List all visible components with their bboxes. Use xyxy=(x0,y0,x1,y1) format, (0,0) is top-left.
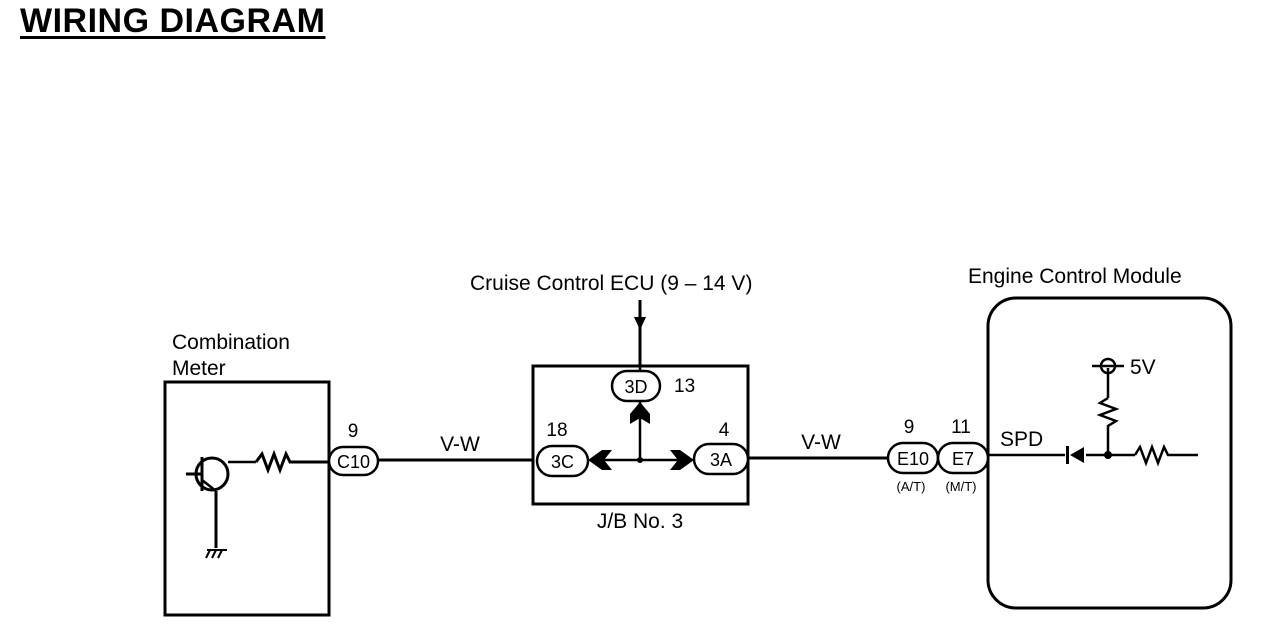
ecm-signal-label: SPD xyxy=(1000,428,1043,451)
page-title: WIRING DIAGRAM xyxy=(20,2,326,40)
diode-icon xyxy=(1070,447,1084,463)
ecu-arrow-icon xyxy=(634,317,646,330)
meter-resistor-icon xyxy=(254,449,329,475)
pin-3d: 13 xyxy=(674,376,695,397)
pin-3c: 18 xyxy=(546,420,567,441)
jb-terminal-3a-icon xyxy=(670,450,694,470)
connector-c10-label: C10 xyxy=(337,452,370,472)
combination-meter-label-2: Meter xyxy=(172,357,226,380)
junction-block-label: J/B No. 3 xyxy=(597,510,683,533)
combination-meter-box xyxy=(163,380,331,617)
pin-3a: 4 xyxy=(719,420,730,441)
ground-icon xyxy=(205,549,227,559)
ecm-supply-label: 5V xyxy=(1130,356,1156,379)
jb-terminal-3c-icon xyxy=(588,450,612,470)
ecm-label: Engine Control Module xyxy=(968,265,1182,288)
connector-e7 xyxy=(936,441,990,475)
connector-3a-label: 3A xyxy=(710,450,732,470)
pin-c10: 9 xyxy=(348,421,359,442)
connector-3c-label: 3C xyxy=(551,452,574,472)
note-e7: (M/T) xyxy=(945,479,976,494)
connector-e10-label: E10 xyxy=(897,449,929,469)
note-e10: (A/T) xyxy=(897,479,926,494)
wire-color-right: V-W xyxy=(801,431,841,454)
connector-3d-label: 3D xyxy=(624,377,647,397)
connector-3d xyxy=(610,369,662,403)
cruise-ecu-label: Cruise Control ECU (9 – 14 V) xyxy=(470,272,752,295)
combination-meter-label-1: Combination xyxy=(172,331,290,354)
pullup-resistor-icon xyxy=(1096,396,1120,455)
speed-sensor-icon xyxy=(186,456,256,492)
pin-e7: 11 xyxy=(951,417,971,438)
connector-3c xyxy=(535,444,590,478)
pin-e10: 9 xyxy=(904,417,915,438)
connector-c10 xyxy=(327,445,380,477)
connector-e7-label: E7 xyxy=(952,449,974,469)
connector-3a xyxy=(692,442,750,476)
jb-terminal-3d-icon xyxy=(630,402,650,424)
wire-color-left: V-W xyxy=(440,433,480,456)
